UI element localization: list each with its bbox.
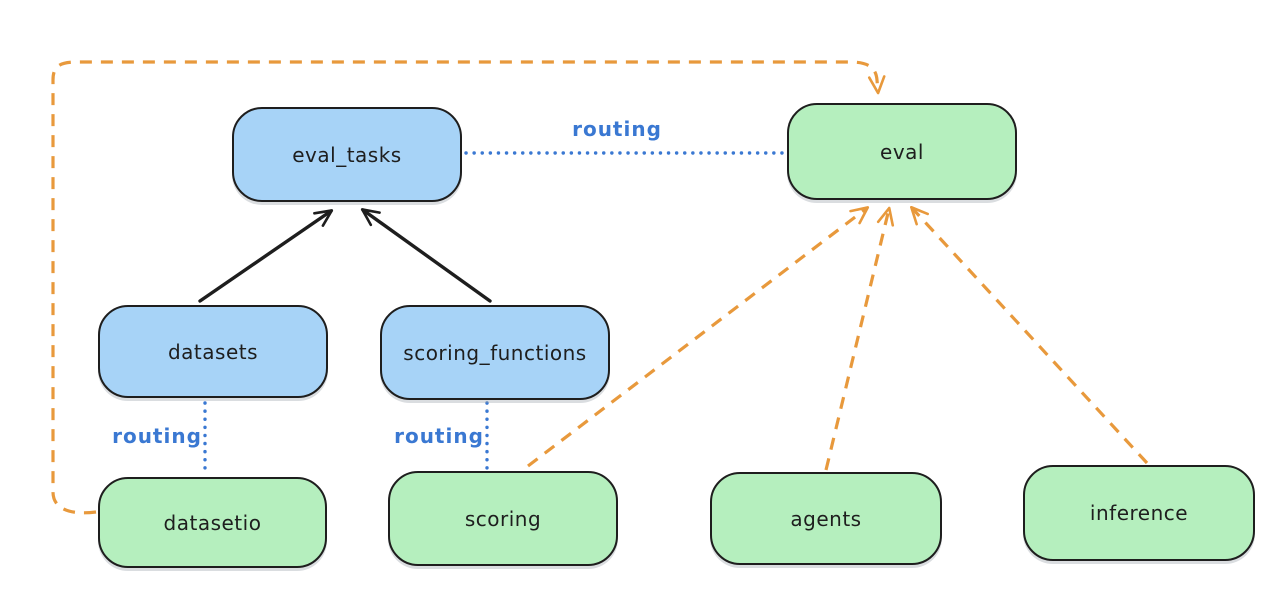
node-label-eval_tasks: eval_tasks (292, 142, 402, 167)
edge-agents-to-eval (824, 206, 895, 471)
edge-inference-to-eval (910, 205, 1149, 465)
node-datasets: datasets (98, 305, 328, 398)
node-eval: eval (787, 103, 1017, 200)
node-datasetio: datasetio (98, 477, 327, 568)
node-label-datasets: datasets (167, 339, 259, 364)
edge-scoring_functions-to-eval_tasks (360, 208, 492, 303)
node-label-scoring_functions: scoring_functions (403, 340, 587, 365)
node-label-eval: eval (880, 139, 924, 164)
node-label-inference: inference (1089, 501, 1189, 525)
node-inference: inference (1023, 465, 1255, 561)
node-label-agents: agents (790, 506, 862, 531)
edge-label-routing-1: routing (112, 424, 202, 448)
node-agents: agents (710, 472, 942, 565)
edge-label-routing-0: routing (572, 117, 662, 141)
node-scoring_functions: scoring_functions (380, 305, 610, 400)
node-scoring: scoring (388, 471, 618, 566)
node-label-datasetio: datasetio (163, 510, 262, 535)
node-label-scoring: scoring (464, 506, 542, 531)
edge-datasets-to-eval_tasks (198, 209, 334, 303)
edge-label-routing-2: routing (394, 424, 484, 448)
node-eval_tasks: eval_tasks (232, 107, 462, 202)
